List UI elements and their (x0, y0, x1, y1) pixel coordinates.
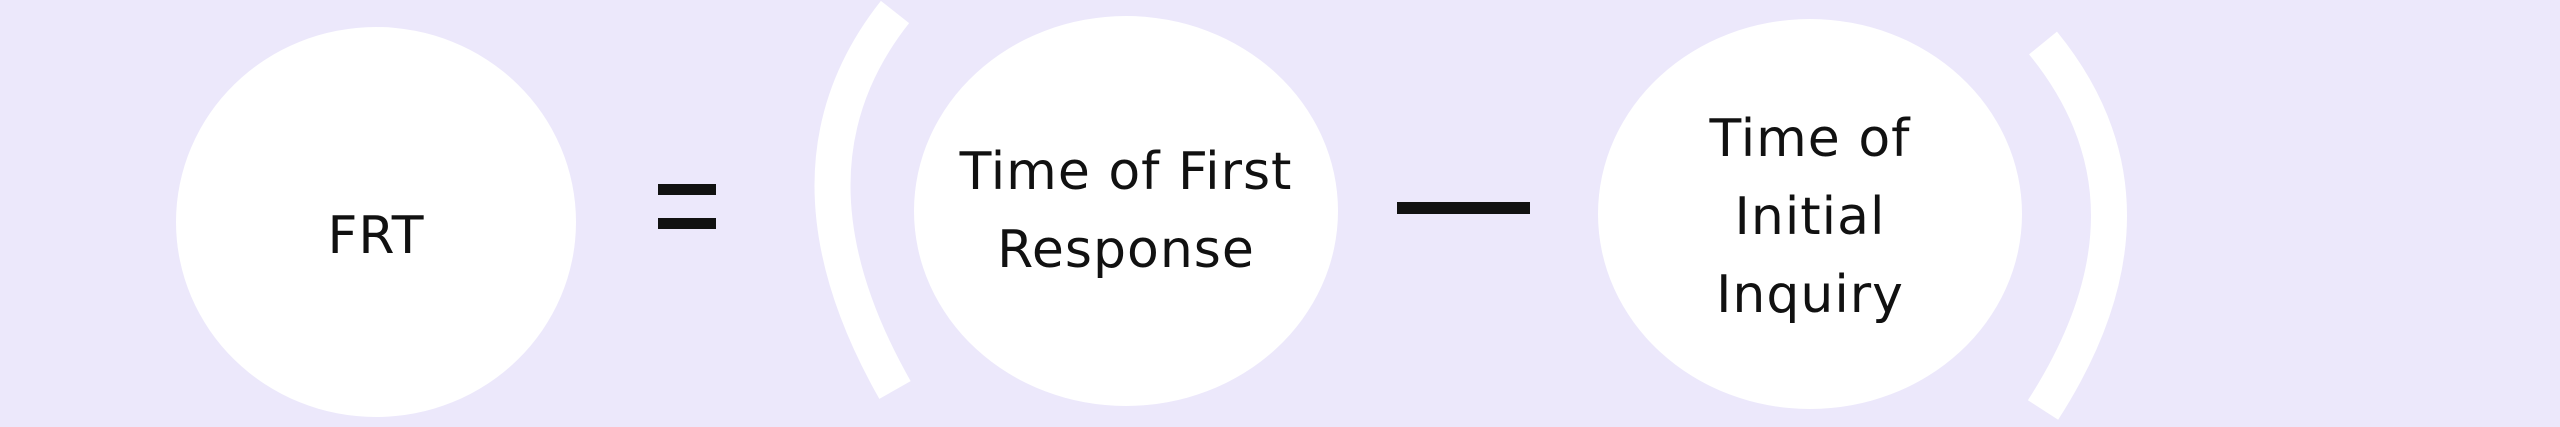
first-response-label: Time of First Response (959, 142, 1293, 280)
initial-inquiry-label: Time of Initial Inquiry (1709, 109, 1911, 325)
first-response-bubble: Time of First Response (914, 16, 1338, 406)
equals-sign-top-bar (658, 184, 716, 195)
minus-sign (1397, 202, 1530, 214)
left-parenthesis (814, 0, 911, 399)
equals-sign-bottom-bar (658, 218, 716, 229)
initial-inquiry-bubble: Time of Initial Inquiry (1598, 19, 2022, 409)
right-parenthesis (2027, 31, 2127, 420)
frt-label: FRT (327, 206, 425, 266)
frt-bubble: FRT (176, 27, 576, 417)
